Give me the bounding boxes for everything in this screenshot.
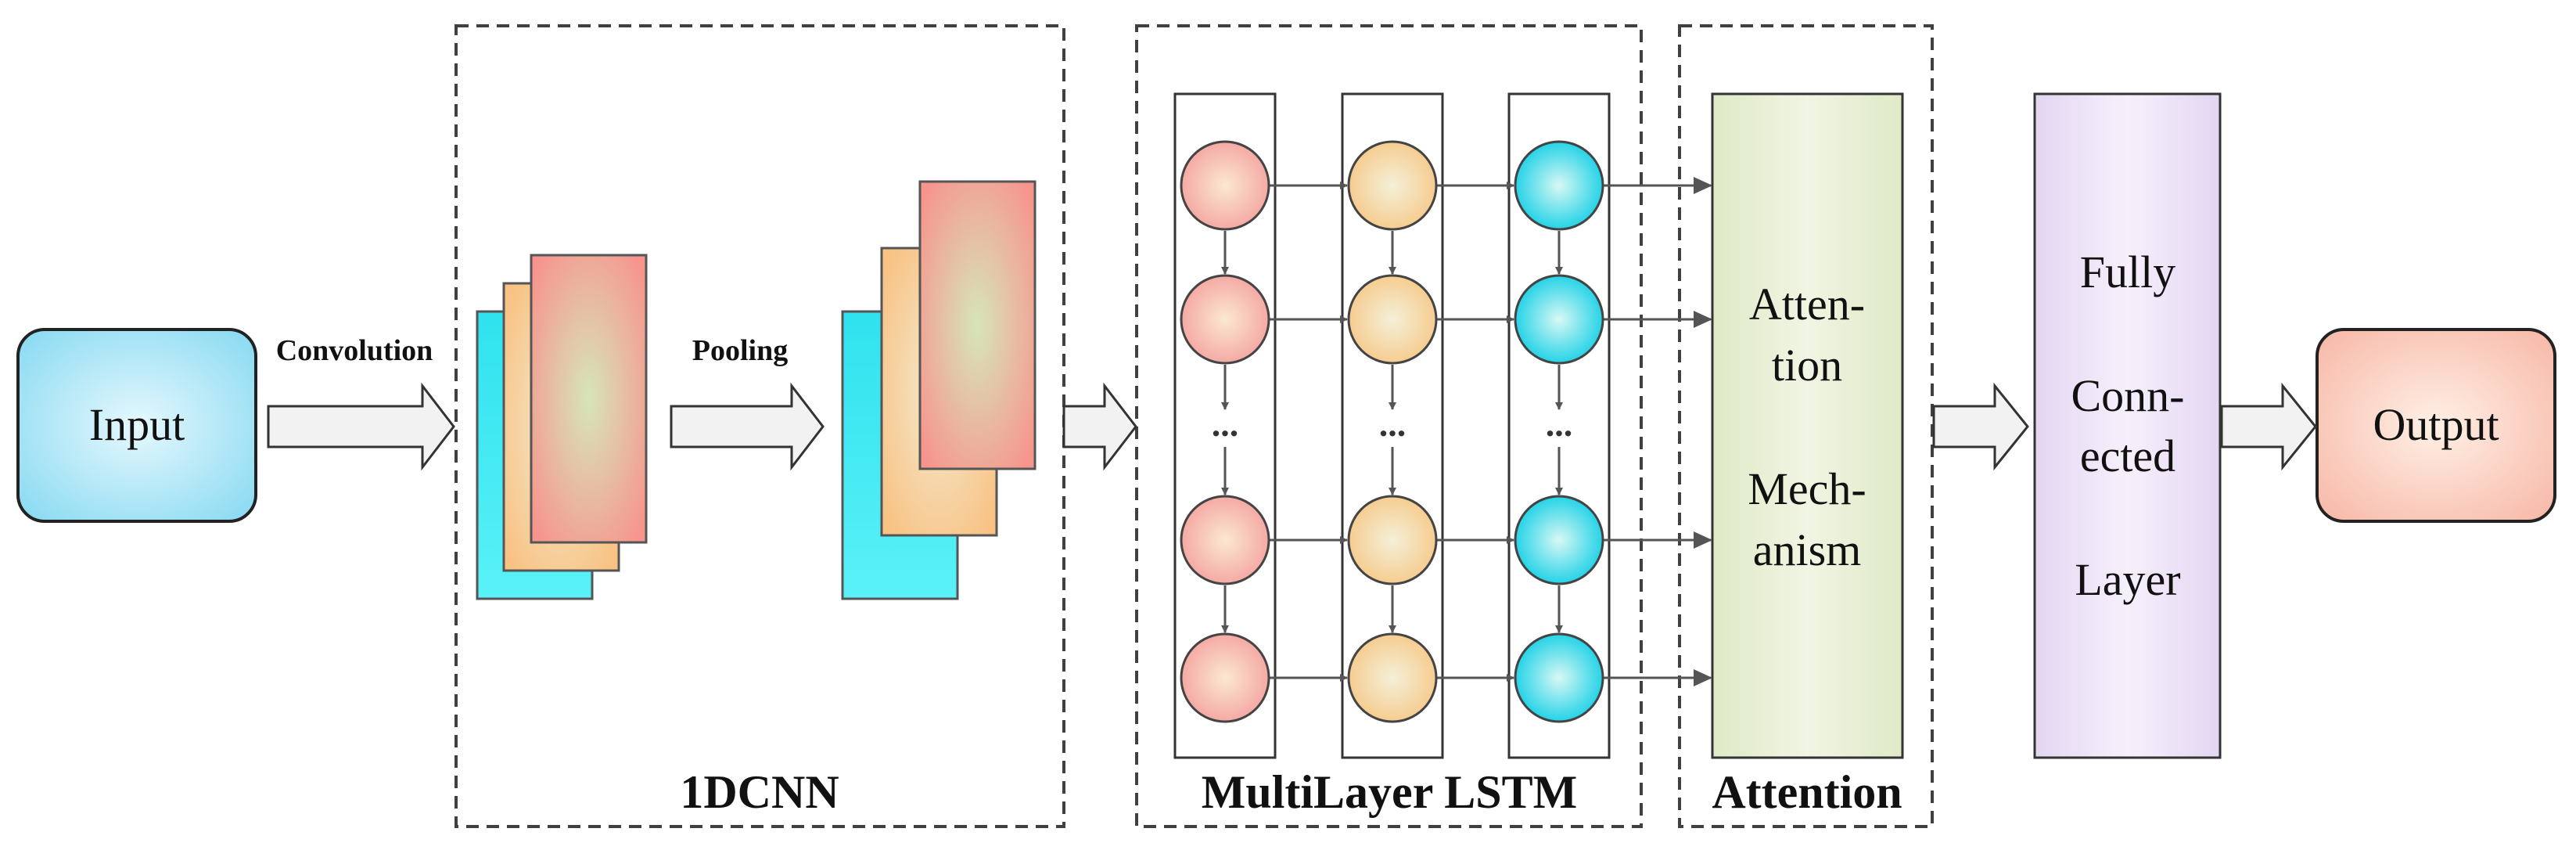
attention-text-line-1: Atten- — [1749, 279, 1865, 330]
pooling-label: Pooling — [692, 334, 788, 367]
lstm-group-label: MultiLayer LSTM — [1202, 766, 1578, 818]
cnn-group-label: 1DCNN — [680, 766, 839, 818]
pooling-arrow — [670, 382, 825, 471]
fc-to-output-arrow — [2220, 382, 2317, 471]
cnn-to-lstm-arrow — [1062, 382, 1137, 471]
lstm-node-orange — [1347, 495, 1438, 585]
attention-text-line-4: anism — [1753, 524, 1862, 575]
attention-text-line-2: tion — [1772, 340, 1842, 391]
fc-text-line-1: Fully — [2080, 247, 2176, 297]
lstm-node-cyan — [1514, 140, 1604, 231]
pool-feature-map-pink — [918, 180, 1037, 470]
fc-text-line-4: Layer — [2075, 554, 2180, 605]
output-node — [2316, 328, 2556, 523]
convolution-arrow — [267, 382, 455, 471]
lstm-node-cyan — [1514, 632, 1604, 723]
lstm-node-cyan — [1514, 274, 1604, 365]
lstm-node-orange — [1347, 632, 1438, 723]
lstm-group-box — [1135, 24, 1643, 828]
input-label: Input — [89, 399, 185, 450]
lstm-connections — [1221, 177, 1712, 686]
attention-text-line-3: Mech- — [1748, 463, 1866, 514]
attention-to-fc-arrow — [1932, 382, 2029, 471]
attention-group-box — [1678, 24, 1934, 828]
lstm-ellipsis: ... — [1212, 404, 1239, 444]
convolution-label: Convolution — [276, 334, 433, 367]
attention-group-label: Attention — [1712, 766, 1902, 818]
lstm-node-orange — [1347, 140, 1438, 231]
lstm-node-orange — [1347, 274, 1438, 365]
conv-feature-map-pink — [530, 254, 648, 544]
lstm-node-pink — [1180, 140, 1270, 231]
output-label: Output — [2373, 399, 2499, 450]
lstm-ellipsis: ... — [1379, 404, 1407, 444]
lstm-node-pink — [1180, 632, 1270, 723]
input-node — [16, 328, 257, 523]
fc-text-line-2: Conn- — [2071, 370, 2185, 421]
lstm-ellipsis: ... — [1546, 404, 1573, 444]
attention-block — [1711, 92, 1904, 759]
fc-text-line-3: ected — [2080, 430, 2175, 481]
fully-connected-block — [2033, 92, 2222, 759]
lstm-node-pink — [1180, 495, 1270, 585]
lstm-node-cyan — [1514, 495, 1604, 585]
lstm-node-pink — [1180, 274, 1270, 365]
lstm-nodes: ......... — [1180, 140, 1604, 723]
